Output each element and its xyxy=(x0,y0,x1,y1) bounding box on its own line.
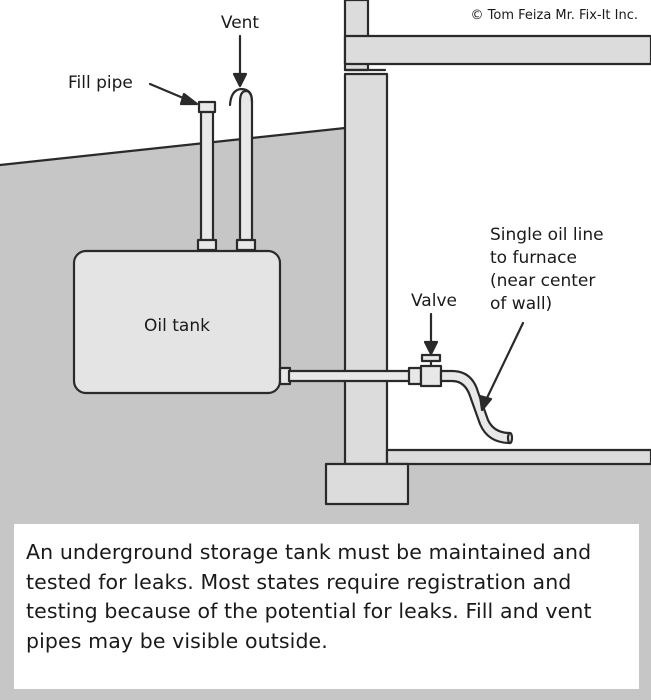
furnace-line-end xyxy=(506,431,514,445)
valve-arrow xyxy=(423,312,439,356)
valve-handle xyxy=(420,353,442,363)
fill-pipe-arrow xyxy=(148,82,199,106)
fill-pipe-cap xyxy=(197,100,217,114)
oil-line-label-line-4: of wall) xyxy=(490,294,552,314)
oil-line-arrow xyxy=(478,321,525,412)
basement-interior xyxy=(387,76,651,450)
vent-label: Vent xyxy=(221,13,260,33)
oil-line-label-line-1: Single oil line xyxy=(490,225,604,245)
foundation-wall xyxy=(343,72,389,466)
fill-pipe xyxy=(199,108,215,254)
oil-tank xyxy=(72,249,282,395)
caption-box: An underground storage tank must be main… xyxy=(14,524,639,689)
valve-body xyxy=(419,364,443,388)
vent-pipe xyxy=(238,89,254,254)
caption-text: An underground storage tank must be main… xyxy=(26,540,592,653)
floor-joist xyxy=(343,34,651,66)
oil-line-coupling xyxy=(407,366,423,386)
fill-pipe-label: Fill pipe xyxy=(68,73,133,93)
ground-surface-line xyxy=(0,126,347,167)
oil-line-label-line-3: (near center xyxy=(490,271,595,291)
copyright-notice: © Tom Feiza Mr. Fix-It Inc. xyxy=(471,8,639,23)
footing xyxy=(324,462,410,506)
fill-pipe-fitting xyxy=(196,238,218,252)
vent-pipe-fitting xyxy=(235,238,257,252)
valve-label: Valve xyxy=(411,291,457,311)
vent-arrow xyxy=(232,34,248,88)
oil-line-label-line-2: to furnace xyxy=(490,248,577,268)
vent-gooseneck xyxy=(228,87,254,107)
basement-floor xyxy=(385,448,651,466)
oil-line-pipe xyxy=(287,369,413,383)
oil-tank-label: Oil tank xyxy=(144,316,210,336)
